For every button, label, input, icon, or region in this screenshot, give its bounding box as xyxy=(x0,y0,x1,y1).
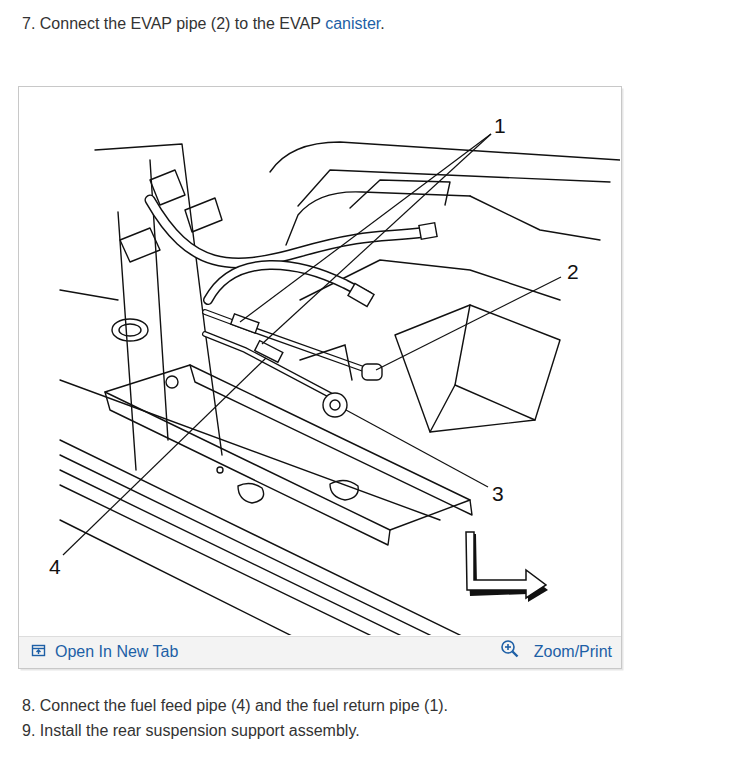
button-bar xyxy=(19,636,621,668)
crossmember-side xyxy=(105,392,390,545)
link-button-holder: Zoom/Print xyxy=(534,642,612,662)
step-line: 7. Connect the EVAP pipe (2) to the EVAP… xyxy=(22,14,385,34)
link-text: canister xyxy=(325,15,380,32)
mount-pad xyxy=(238,483,264,503)
arrow-outline xyxy=(466,532,546,598)
direction-arrow xyxy=(466,532,548,602)
leader-line xyxy=(346,410,488,487)
figure-frame xyxy=(19,87,622,669)
step-text: 9. Install the rear suspension support a… xyxy=(22,722,360,739)
link-button: Open In New Tab xyxy=(55,643,178,660)
leader-lines xyxy=(63,134,561,555)
new-tab-icon xyxy=(33,646,45,656)
floor-rib xyxy=(350,180,450,208)
step-text: . xyxy=(380,15,384,32)
pipe-clip xyxy=(300,345,352,380)
vent-hose xyxy=(208,265,368,300)
leader-line xyxy=(240,134,491,322)
hose-fitting xyxy=(348,283,374,306)
floor-panel xyxy=(298,170,610,206)
canister-port xyxy=(330,400,340,410)
floor-panel xyxy=(470,196,600,240)
canister-bracket xyxy=(395,305,560,432)
step-text: 7. Connect the EVAP pipe (2) to the EVAP xyxy=(22,15,321,32)
step-text-holder: 8. Connect the fuel feed pipe (4) and th… xyxy=(22,696,448,716)
connector xyxy=(120,228,160,262)
callout-number-holder: 1 xyxy=(493,115,507,137)
canister-bracket xyxy=(430,385,455,432)
canister-port xyxy=(323,393,347,417)
leader-line xyxy=(262,134,491,344)
callout-number-holder: 3 xyxy=(491,483,505,505)
leader-line xyxy=(376,277,561,370)
step-text: 8. Connect the fuel feed pipe (4) and th… xyxy=(22,697,448,714)
bolt-hole xyxy=(166,376,178,388)
canister-bracket xyxy=(455,305,535,420)
bolt-hole xyxy=(217,467,223,473)
access-hole xyxy=(119,324,141,336)
line-art xyxy=(60,142,620,635)
link-button-holder: Open In New Tab xyxy=(55,642,178,662)
callout-number-holder: 2 xyxy=(566,261,580,283)
callout-number: 2 xyxy=(566,260,580,283)
step-text-holder: 9. Install the rear suspension support a… xyxy=(22,721,360,741)
evap-connector xyxy=(362,364,382,380)
body-member xyxy=(60,290,118,300)
evap-hose xyxy=(150,200,425,263)
callout-number: 3 xyxy=(491,482,505,505)
access-hole xyxy=(112,319,148,341)
vent-hose xyxy=(208,265,368,300)
mount-pad xyxy=(330,480,358,500)
sill-line xyxy=(60,485,380,635)
evap-hose xyxy=(150,200,425,263)
connector xyxy=(185,198,222,232)
floor-edge xyxy=(60,380,440,520)
sill-line xyxy=(60,470,410,635)
pipe-fitting xyxy=(231,314,259,333)
callout-number-holder: 4 xyxy=(48,556,62,578)
callout-number: 4 xyxy=(48,555,62,578)
hose-clamp xyxy=(419,223,437,240)
pipe-fitting xyxy=(255,341,283,363)
callout-number: 1 xyxy=(493,114,507,137)
link-button: Zoom/Print xyxy=(534,643,612,660)
body-member xyxy=(118,212,136,470)
fuel-feed-pipe xyxy=(205,334,330,395)
fuel-feed-pipe xyxy=(205,334,330,395)
zoom-icon xyxy=(502,641,518,657)
sill-line xyxy=(60,520,300,635)
sill-line xyxy=(60,455,440,635)
floor-panel xyxy=(270,142,620,172)
bar-divider xyxy=(19,636,621,637)
crossmember-side xyxy=(190,365,472,515)
leader-line xyxy=(63,358,266,555)
